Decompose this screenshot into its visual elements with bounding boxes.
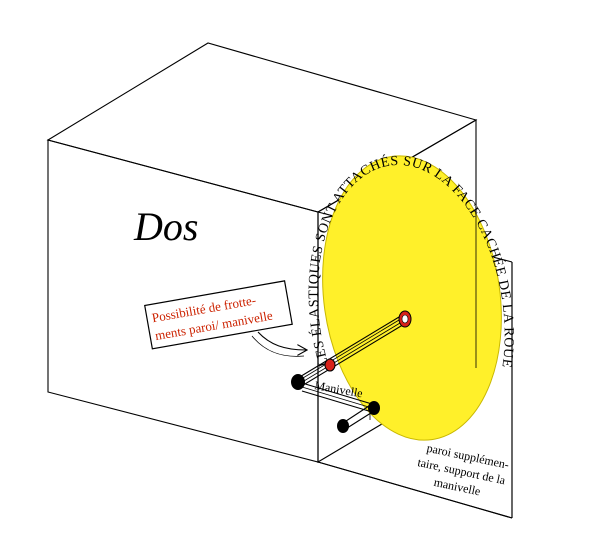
friction-note: Possibilité de frotte- ments paroi/ mani… (144, 280, 293, 350)
friction-arrow (251, 331, 306, 357)
crank-rod-lower (301, 382, 380, 433)
joint-red (324, 358, 336, 372)
friction-note-box (144, 280, 293, 350)
handle-knob-bottom (337, 419, 349, 433)
handle-knob-left (291, 374, 305, 390)
handle-knob-middle (368, 401, 380, 415)
wheel (322, 155, 502, 441)
extra-wall-front-edges (317, 120, 513, 519)
crank-rod-upper (291, 310, 412, 390)
crank (291, 310, 412, 433)
back-face-label: Dos (133, 204, 198, 249)
